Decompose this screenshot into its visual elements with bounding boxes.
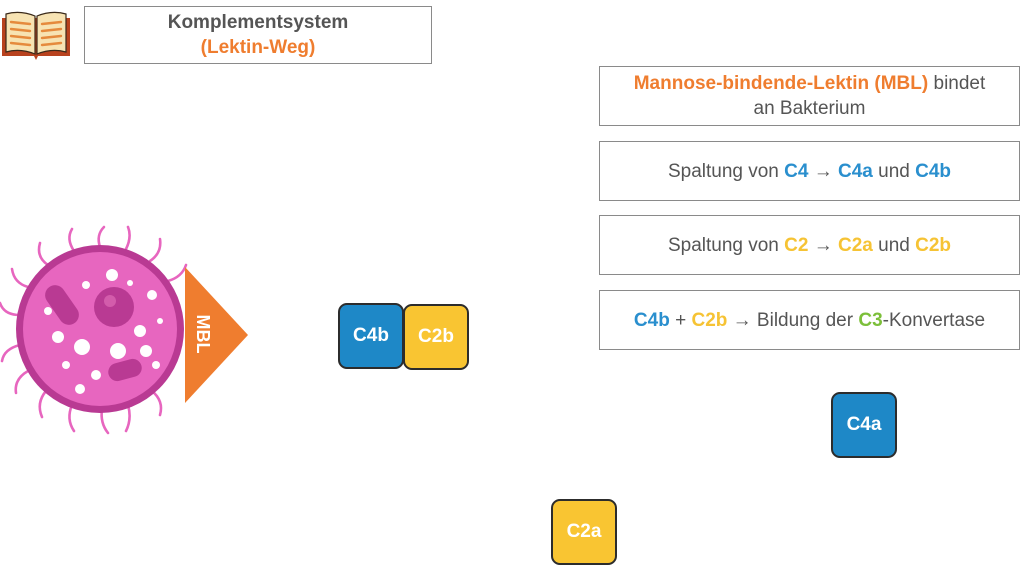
step4-arrow: → Bildung der — [727, 309, 859, 331]
step3-arrow: → — [808, 234, 839, 256]
step2-und: und — [872, 160, 916, 182]
title-box: Komplementsystem (Lektin-Weg) — [84, 6, 432, 64]
step2-c4b: C4b — [915, 160, 952, 182]
book-icon — [2, 11, 70, 60]
step3-und: und — [872, 234, 916, 256]
step2-pre: Spaltung von — [667, 160, 785, 182]
step4-c2b: C2b — [691, 309, 728, 331]
step-c3-convertase: C4b + C2b → Bildung der C3-Konvertase — [599, 290, 1020, 350]
mbl-term: Mannose-bindende-Lektin (MBL) — [633, 73, 929, 94]
step4-post: -Konvertase — [882, 309, 986, 331]
page-subtitle: (Lektin-Weg) — [200, 37, 316, 58]
c4a-tile: C4a — [831, 392, 897, 458]
step1-rest2: an Bakterium — [753, 98, 866, 119]
step1-rest1: bindet — [928, 73, 986, 94]
page-title: Komplementsystem — [167, 12, 349, 33]
step4-plus: + — [669, 309, 692, 331]
c2a-tile: C2a — [551, 499, 617, 565]
step3-c2: C2 — [784, 234, 809, 256]
step3-c2b: C2b — [915, 234, 952, 256]
step4-c4b: C4b — [633, 309, 670, 331]
c2b-tile: C2b — [403, 304, 469, 370]
step4-c3: C3 — [858, 309, 883, 331]
step2-c4a: C4a — [838, 160, 873, 182]
mbl-label: MBL — [193, 314, 213, 354]
step-c2-cleavage: Spaltung von C2 → C2a und C2b — [599, 215, 1020, 275]
step-c4-cleavage: Spaltung von C4 → C4a und C4b — [599, 141, 1020, 201]
step2-arrow: → — [808, 160, 839, 182]
step2-c4: C4 — [784, 160, 809, 182]
mbl-arrow — [185, 267, 248, 403]
step3-pre: Spaltung von — [667, 234, 785, 256]
bacterium-icon — [0, 225, 188, 435]
step3-c2a: C2a — [838, 234, 873, 256]
step-mbl-binding: Mannose-bindende-Lektin (MBL) bindet an … — [599, 66, 1020, 126]
c4b-tile: C4b — [338, 303, 404, 369]
